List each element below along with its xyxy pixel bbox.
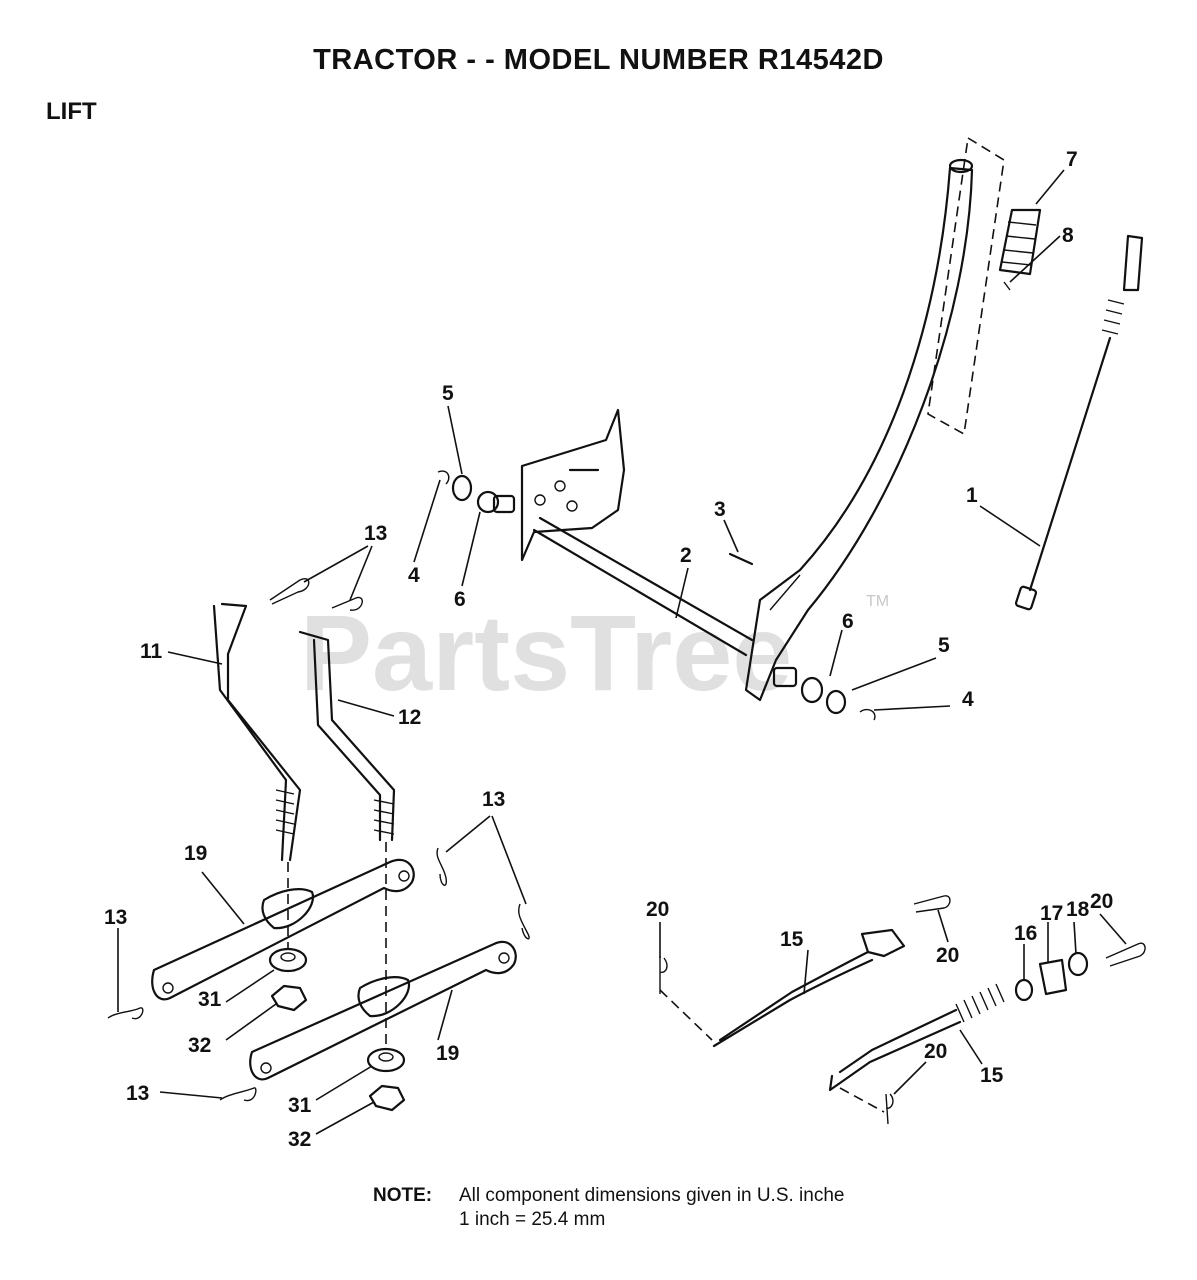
callout-11: 11	[140, 640, 163, 663]
watermark-tm: TM	[866, 593, 889, 610]
hair-pin-clips	[107, 578, 530, 1102]
deck-rod-upper	[659, 928, 906, 1048]
deck-rod-lower	[828, 983, 1005, 1113]
cross-shaft	[532, 516, 754, 657]
callout-5: 5	[442, 382, 454, 405]
callout-15: 15	[980, 1064, 1004, 1087]
diagram-title: TRACTOR - - MODEL NUMBER R14542D	[313, 44, 884, 76]
callout-18: 18	[1066, 898, 1090, 921]
callout-20: 20	[924, 1040, 947, 1063]
adjuster-hardware	[1014, 951, 1089, 1002]
callout-17: 17	[1040, 902, 1063, 925]
handle-grip	[998, 208, 1042, 291]
callout-6: 6	[842, 610, 854, 633]
callout-19: 19	[184, 842, 207, 865]
mounting-plate	[520, 408, 626, 562]
callout-12: 12	[398, 706, 421, 729]
lift-cable	[1014, 234, 1144, 611]
note-label: NOTE:	[373, 1185, 433, 1206]
handle-outline-dashed	[927, 136, 1005, 436]
callout-15: 15	[780, 928, 804, 951]
leader-lines	[117, 169, 1127, 1135]
shaft-hardware-right	[772, 666, 876, 721]
lift-arm-upper	[151, 858, 415, 1001]
callout-1: 1	[966, 484, 978, 507]
dimension-note: NOTE: All component dimensions given in U…	[373, 1184, 844, 1232]
callout-13: 13	[482, 788, 505, 811]
callout-31: 31	[288, 1094, 312, 1117]
callout-32: 32	[188, 1034, 211, 1057]
shaft-hardware-left	[437, 470, 516, 514]
watermark: PartsTree	[300, 592, 792, 713]
lift-link-11	[212, 602, 302, 862]
callout-4: 4	[962, 688, 974, 711]
pin	[728, 552, 754, 566]
lift-link-12	[298, 630, 396, 842]
lift-arm-lower	[249, 940, 517, 1081]
cotter-pins	[659, 895, 1146, 1125]
callout-16: 16	[1014, 922, 1037, 945]
callout-20: 20	[1090, 890, 1113, 913]
callout-20: 20	[936, 944, 959, 967]
callout-6: 6	[454, 588, 466, 611]
callout-labels: 1 2 3 4 4 5 5 6 6 7 8 11 12 13 13 13 13 …	[104, 148, 1113, 1151]
callout-32: 32	[288, 1128, 311, 1151]
section-heading: LIFT	[46, 98, 97, 125]
callout-13: 13	[364, 522, 387, 545]
spacers-and-nuts	[268, 947, 406, 1112]
callout-2: 2	[680, 544, 692, 567]
callout-5: 5	[938, 634, 950, 657]
note-line-1: All component dimensions given in U.S. i…	[459, 1185, 845, 1206]
callout-20: 20	[646, 898, 669, 921]
callout-4: 4	[408, 564, 420, 587]
callout-13: 13	[126, 1082, 149, 1105]
callout-19: 19	[436, 1042, 459, 1065]
callout-31: 31	[198, 988, 222, 1011]
note-line-2: 1 inch = 25.4 mm	[459, 1209, 606, 1230]
lift-lever	[744, 158, 974, 702]
callout-13: 13	[104, 906, 127, 929]
callout-7: 7	[1066, 148, 1078, 171]
callout-8: 8	[1062, 224, 1074, 247]
callout-3: 3	[714, 498, 726, 521]
